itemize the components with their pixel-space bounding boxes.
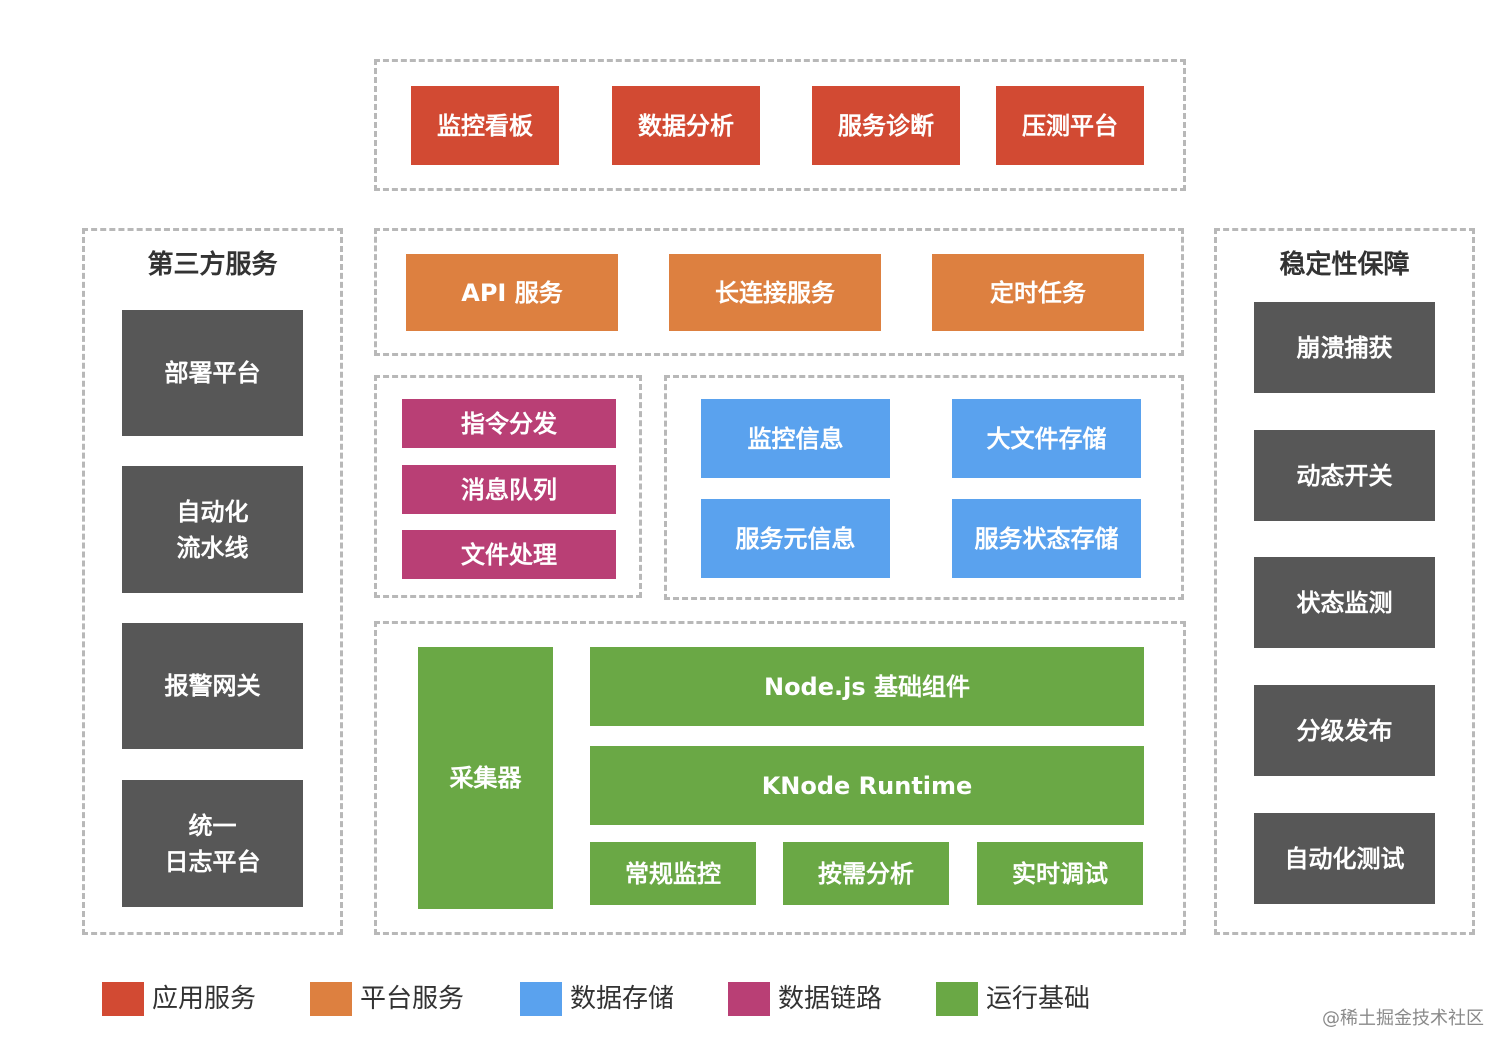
realtime-debug-box: 实时调试 bbox=[977, 842, 1143, 905]
legend-label-data-link: 数据链路 bbox=[778, 984, 883, 1014]
legend-swatch-platform-services bbox=[310, 982, 352, 1016]
on-demand-analysis-box: 按需分析 bbox=[783, 842, 949, 905]
service-status-storage-box: 服务状态存储 bbox=[952, 499, 1141, 578]
automation-pipeline-box: 自动化 流水线 bbox=[122, 466, 303, 593]
legend-label-data-storage: 数据存储 bbox=[570, 984, 675, 1014]
deploy-platform-box: 部署平台 bbox=[122, 310, 303, 436]
alert-gateway-box: 报警网关 bbox=[122, 623, 303, 749]
legend-label-application-services: 应用服务 bbox=[152, 984, 257, 1014]
runtime-base-group bbox=[374, 621, 1186, 935]
service-diagnosis-box: 服务诊断 bbox=[812, 86, 960, 165]
legend-label-runtime-base: 运行基础 bbox=[986, 984, 1091, 1014]
legend-swatch-runtime-base bbox=[936, 982, 978, 1016]
data-analysis-box: 数据分析 bbox=[612, 86, 760, 165]
scheduled-task-box: 定时任务 bbox=[932, 254, 1144, 331]
file-processing-box: 文件处理 bbox=[402, 530, 616, 579]
routine-monitoring-box: 常规监控 bbox=[590, 842, 756, 905]
platform-services-group bbox=[374, 228, 1184, 356]
third-party-services-group bbox=[82, 228, 343, 935]
stress-test-platform-box: 压测平台 bbox=[996, 86, 1144, 165]
legend-label-platform-services: 平台服务 bbox=[360, 984, 465, 1014]
automated-testing-box: 自动化测试 bbox=[1254, 813, 1435, 904]
api-service-box: API 服务 bbox=[406, 254, 618, 331]
nodejs-base-components-box: Node.js 基础组件 bbox=[590, 647, 1144, 726]
data-storage-group bbox=[664, 375, 1184, 600]
monitoring-info-box: 监控信息 bbox=[701, 399, 890, 478]
legend-swatch-application-services bbox=[102, 982, 144, 1016]
knode-runtime-box: KNode Runtime bbox=[590, 746, 1144, 825]
legend-swatch-data-storage bbox=[520, 982, 562, 1016]
third-party-services-title: 第三方服务 bbox=[147, 250, 278, 280]
stability-assurance-group bbox=[1214, 228, 1475, 935]
legend-swatch-data-link bbox=[728, 982, 770, 1016]
dashboard-box: 监控看板 bbox=[411, 86, 559, 165]
message-queue-box: 消息队列 bbox=[402, 465, 616, 514]
data-link-group bbox=[374, 375, 642, 598]
status-monitoring-box: 状态监测 bbox=[1254, 557, 1435, 648]
large-file-storage-box: 大文件存储 bbox=[952, 399, 1141, 478]
unified-log-platform-box: 统一 日志平台 bbox=[122, 780, 303, 907]
collector-box: 采集器 bbox=[418, 647, 553, 909]
crash-capture-box: 崩溃捕获 bbox=[1254, 302, 1435, 393]
service-metadata-box: 服务元信息 bbox=[701, 499, 890, 578]
dynamic-switch-box: 动态开关 bbox=[1254, 430, 1435, 521]
watermark: @稀土掘金技术社区 bbox=[1322, 1008, 1484, 1029]
stability-assurance-title: 稳定性保障 bbox=[1279, 250, 1410, 280]
long-connection-service-box: 长连接服务 bbox=[669, 254, 881, 331]
command-dispatch-box: 指令分发 bbox=[402, 399, 616, 448]
staged-release-box: 分级发布 bbox=[1254, 685, 1435, 776]
application-services-group bbox=[374, 59, 1186, 191]
